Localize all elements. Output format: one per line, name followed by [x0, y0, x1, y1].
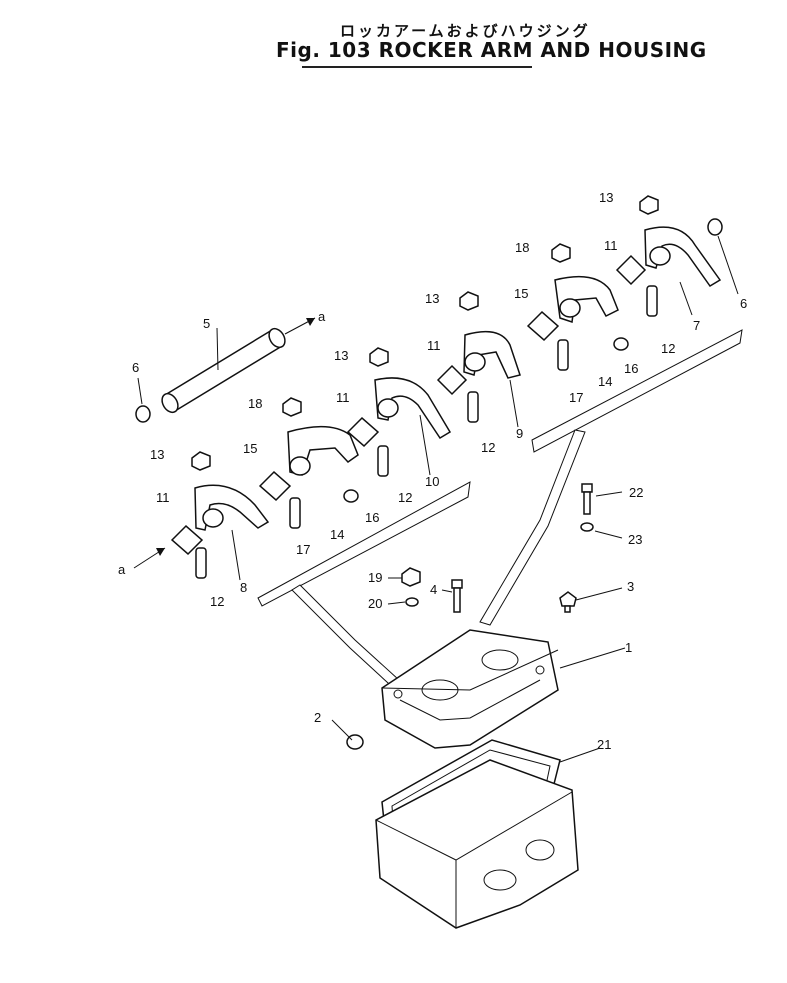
callout-23: 23 [628, 532, 642, 547]
callout-8: 8 [240, 580, 247, 595]
callout-9: 9 [516, 426, 523, 441]
rocker-shaft-plate [257, 329, 743, 695]
rocker-housing [381, 629, 559, 749]
bushings [170, 254, 647, 556]
callout-14-b: 14 [598, 374, 612, 389]
callout-6-right: 6 [740, 296, 747, 311]
figure-title: Fig. 103 ROCKER ARM AND HOUSING [276, 38, 707, 62]
title-japanese: ロッカアームおよびハウジング [340, 22, 591, 40]
callout-20: 20 [368, 596, 382, 611]
callout-3: 3 [627, 579, 634, 594]
adjusting-screws [195, 285, 658, 579]
callout-11-a: 11 [156, 490, 170, 505]
callout-2: 2 [314, 710, 321, 725]
callout-19: 19 [368, 570, 382, 585]
callout-6-left: 6 [132, 360, 139, 375]
reference-a-left: a [118, 562, 126, 577]
callout-5: 5 [203, 316, 210, 331]
callout-18-a: 18 [248, 396, 262, 411]
rocker-arm-10 [374, 377, 452, 440]
reference-a-top: a [318, 309, 326, 324]
callout-11-b: 11 [336, 390, 350, 405]
callout-16-b: 16 [624, 361, 638, 376]
callout-17-a: 17 [296, 542, 310, 557]
callout-15-b: 15 [514, 286, 528, 301]
callout-17-b: 17 [569, 390, 583, 405]
callout-12-c: 12 [481, 440, 495, 455]
callout-7: 7 [693, 318, 700, 333]
rocker-shaft [161, 317, 316, 414]
callout-22: 22 [629, 485, 643, 500]
rocker-arm-9 [463, 330, 521, 379]
callout-15-a: 15 [243, 441, 257, 456]
callout-13-d: 13 [599, 190, 613, 205]
callout-13-b: 13 [334, 348, 348, 363]
rocker-arm-14-left [287, 425, 359, 476]
callout-13-a: 13 [150, 447, 164, 462]
callout-labels: 1 2 3 4 5 6 6 7 8 9 10 11 11 11 11 12 12… [118, 190, 747, 752]
bolts [451, 483, 593, 613]
callout-18-b: 18 [515, 240, 529, 255]
callout-11-d: 11 [604, 238, 618, 253]
title-underline [302, 66, 532, 68]
rocker-arm-7 [644, 226, 722, 288]
callout-12-d: 12 [661, 341, 675, 356]
callout-1: 1 [625, 640, 632, 655]
callout-14-a: 14 [330, 527, 344, 542]
rocker-arm-14-right [554, 275, 619, 323]
callout-21: 21 [597, 737, 611, 752]
callout-16-a: 16 [365, 510, 379, 525]
callout-4: 4 [430, 582, 437, 597]
cylinder-head [375, 759, 579, 929]
callout-10: 10 [425, 474, 439, 489]
rocker-arm-8 [194, 484, 270, 531]
callout-12-b: 12 [398, 490, 412, 505]
nuts-and-washers [135, 195, 723, 750]
callout-12-a: 12 [210, 594, 224, 609]
callout-11-c: 11 [427, 338, 441, 353]
leader-lines [133, 235, 739, 763]
callout-13-c: 13 [425, 291, 439, 306]
